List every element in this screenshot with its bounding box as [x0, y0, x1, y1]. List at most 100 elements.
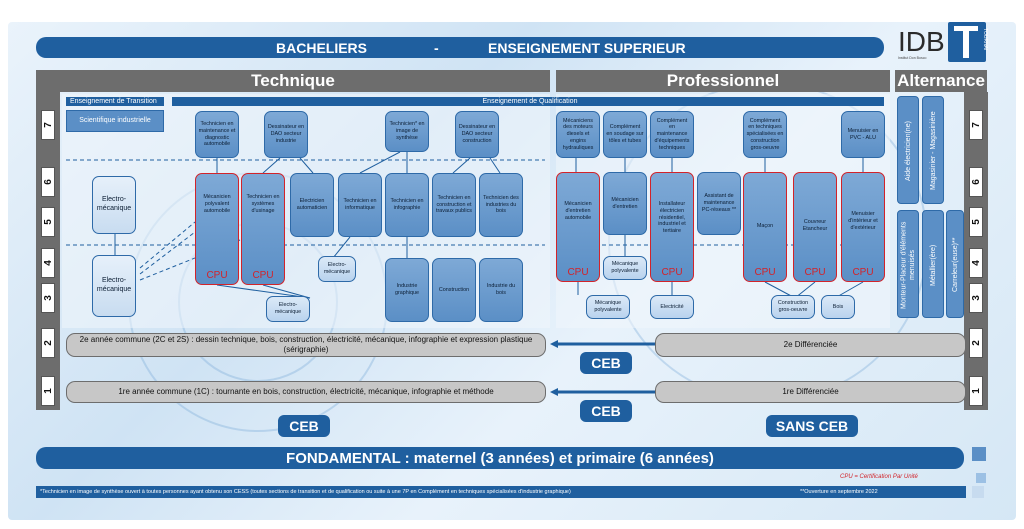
electromecanique-small2-box[interactable]: Electro-mécanique: [266, 296, 310, 322]
year-number: 4: [970, 260, 982, 266]
common-year2-pill[interactable]: 2e année commune (2C et 2S) : dessin tec…: [66, 333, 546, 357]
tech-industries-bois-box[interactable]: Technicien des industries du bois: [479, 173, 523, 237]
box-label: Electricien automaticien: [296, 198, 328, 211]
section-professionnel-label: Professionnel: [666, 71, 780, 90]
electromecanique-transition-lower-box[interactable]: Electro-mécanique: [92, 255, 136, 317]
electricite-box[interactable]: Electricité: [650, 295, 694, 319]
mecanicien-entretien-box[interactable]: Mécanicien d'entretien: [603, 172, 647, 235]
year-number: 5: [42, 219, 54, 225]
mecanicien-polyvalent-auto-box[interactable]: Mécanicien polyvalent automobile CPU: [195, 173, 239, 285]
installateur-electricien-box[interactable]: Installateur électricien résidentiel, in…: [650, 172, 694, 282]
electromecanique-small-box[interactable]: Electro-mécanique: [318, 256, 356, 282]
complement-soudage-box[interactable]: Complément en soudage sur tôles et tubes: [603, 111, 647, 158]
cpu-label: CPU: [206, 270, 228, 281]
sans-ceb-text: SANS CEB: [775, 418, 849, 434]
box-label: Technicien en systèmes d'usinage: [246, 194, 280, 214]
box-label: Construction: [438, 286, 470, 293]
mecanicien-entretien-auto-box[interactable]: Mécanicien d'entretien automobile CPU: [556, 172, 600, 282]
box-label: Couvreur Etancheur: [802, 219, 828, 232]
tech-informatique-box[interactable]: Technicien en informatique: [338, 173, 382, 237]
year-number: 6: [42, 179, 54, 185]
box-label: Monteur-Placeur d'éléments menuisés: [900, 221, 916, 309]
bois-box[interactable]: Bois: [821, 295, 855, 319]
header-title-left: BACHELIERS: [276, 39, 368, 56]
box-label: Electro-mécanique: [96, 196, 132, 212]
assistant-maintenance-box[interactable]: Assistant de maintenance PC-réseaux **: [697, 172, 741, 235]
box-label: Mécanique polyvalente: [594, 300, 622, 313]
year-marker: [41, 248, 55, 278]
qualification-label-text: Enseignement de Qualification: [482, 98, 578, 105]
footer-bar: [36, 486, 966, 498]
box-label: Electro-mécanique: [323, 262, 351, 275]
year-marker: [969, 376, 983, 406]
alt-metallier-box[interactable]: Métallier(ère): [922, 210, 944, 318]
section-alternance-header: Alternance: [895, 70, 987, 92]
cpu-label: CPU: [804, 267, 826, 278]
year-number: 6: [970, 179, 982, 185]
construction-gros-oeuvre-box[interactable]: Construction gros-oeuvre: [771, 295, 815, 319]
year-number: 3: [970, 295, 982, 301]
year-number: 1: [42, 388, 54, 394]
tech-image-synthese-box[interactable]: Technicien* en image de synthèse: [385, 111, 429, 152]
tech-systemes-usinage-box[interactable]: Technicien en systèmes d'usinage CPU: [241, 173, 285, 285]
menuisier-pvc-alu-box[interactable]: Menuisier en PVC - ALU: [841, 111, 885, 158]
box-label: Mécanicien d'entretien automobile: [564, 201, 592, 221]
header-dash: -: [434, 39, 439, 56]
diff-year1-pill[interactable]: 1re Différenciée: [655, 381, 966, 403]
corner-square-3: [972, 486, 984, 498]
mecaniciens-moteurs-diesels-box[interactable]: Mécaniciens des moteurs diesels et engin…: [556, 111, 600, 158]
box-label: Assistant de maintenance PC-réseaux **: [701, 193, 737, 213]
cpu-label: CPU: [661, 267, 683, 278]
transition-label: Enseignement de Transition: [66, 97, 164, 106]
alt-aide-electricien-box[interactable]: Aide électricien(ne): [897, 96, 919, 204]
diff-year2-text: 2e Différenciée: [783, 340, 838, 350]
tech-construction-box[interactable]: Technicien en construction et travaux pu…: [432, 173, 476, 237]
macon-box[interactable]: Maçon CPU: [743, 172, 787, 282]
section-technique-label: Technique: [251, 71, 335, 90]
box-label: Electro-mécanique: [96, 277, 132, 293]
box-label: Technicien* en image de synthèse: [389, 121, 425, 141]
box-label: Electro-mécanique: [274, 302, 302, 315]
footer-note-2: **Ouverture en septembre 2022: [800, 489, 878, 495]
alt-carreleur-box[interactable]: Carreleur(euse)**: [946, 210, 964, 318]
logo-text: IDB: [898, 26, 945, 57]
mecanique-polyvalente-lower-box[interactable]: Mécanique polyvalente: [586, 295, 630, 319]
box-label: Dessinateur en DAO secteur construction: [458, 124, 496, 144]
logo-side-text: TOURNAI: [982, 28, 988, 51]
year-number: 3: [42, 295, 54, 301]
electromecanique-transition-box[interactable]: Electro-mécanique: [92, 176, 136, 234]
ceb-badge-left: CEB: [278, 415, 330, 437]
scientifique-industrielle-box[interactable]: Scientifique industrielle: [66, 110, 164, 132]
box-label: Magasinier - Magasinière: [929, 111, 937, 191]
tech-maintenance-diagnostic-box[interactable]: Technicien en maintenance et diagnostic …: [195, 111, 239, 158]
diff-year2-pill[interactable]: 2e Différenciée: [655, 333, 966, 357]
complement-maintenance-box[interactable]: Complément en maintenance d'équipements …: [650, 111, 694, 158]
cpu-label: CPU: [852, 267, 874, 278]
dessinateur-dao-industrie-box[interactable]: Dessinateur en DAO secteur industrie: [264, 111, 308, 158]
box-label: Mécanicien d'entretien: [611, 196, 639, 210]
logo: IDB TOURNAI Institut Don Bosco: [896, 22, 988, 62]
tech-infographie-box[interactable]: Technicien en infographie: [385, 173, 429, 237]
electricien-automaticien-box[interactable]: Electricien automaticien: [290, 173, 334, 237]
common-year1-pill[interactable]: 1re année commune (1C) : tournante en bo…: [66, 381, 546, 403]
alt-magasinier-box[interactable]: Magasinier - Magasinière: [922, 96, 944, 204]
menuisier-interieur-box[interactable]: Menuisier d'intérieur et d'extérieur CPU: [841, 172, 885, 282]
dessinateur-dao-construction-box[interactable]: Dessinateur en DAO secteur construction: [455, 111, 499, 158]
industrie-bois-box[interactable]: Industrie du bois: [479, 258, 523, 322]
diff-year1-text: 1re Différenciée: [782, 387, 839, 397]
year-number: 2: [42, 340, 54, 346]
year-marker: [969, 283, 983, 313]
year-number: 7: [42, 122, 54, 128]
cpu-label: CPU: [252, 270, 274, 281]
complement-gros-oeuvre-box[interactable]: Complément en techniques spécialisées en…: [743, 111, 787, 158]
box-label: Bois: [832, 303, 844, 310]
industrie-graphique-box[interactable]: Industrie graphique: [385, 258, 429, 322]
construction-box[interactable]: Construction: [432, 258, 476, 322]
year-marker: [969, 328, 983, 358]
couvreur-etancheur-box[interactable]: Couvreur Etancheur CPU: [793, 172, 837, 282]
ceb-badge-center-lower: CEB: [580, 400, 632, 422]
scientifique-industrielle-label: Scientifique industrielle: [79, 116, 151, 124]
alt-monteur-placeur-box[interactable]: Monteur-Placeur d'éléments menuisés: [897, 210, 919, 318]
mecanique-polyvalente-box[interactable]: Mécanique polyvalente: [603, 256, 647, 280]
box-label: Maçon: [756, 223, 774, 229]
